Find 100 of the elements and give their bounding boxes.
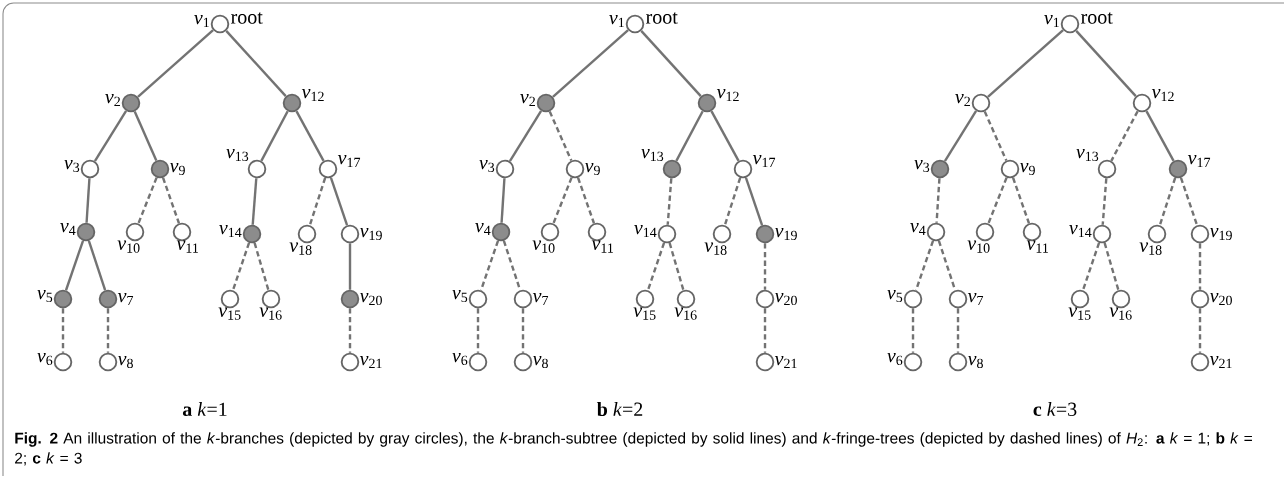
tree-edge — [1110, 110, 1139, 162]
vertex-label: v$_{18}$ — [289, 242, 312, 255]
tree-node — [926, 222, 946, 242]
tree-edge — [476, 308, 480, 353]
tree-edge — [943, 110, 978, 162]
vertex-label: v$_{18}$ — [704, 242, 727, 255]
tree-node — [210, 14, 230, 34]
tree-edge — [161, 177, 181, 224]
vertex-label: v$_{20}$ — [774, 292, 797, 306]
tree-edge — [329, 177, 349, 226]
tree-node — [1022, 222, 1042, 242]
tree-node — [971, 93, 991, 113]
tree-edge — [666, 178, 673, 225]
root-label: root — [646, 12, 678, 24]
vertex-label: v$_{21}$ — [1209, 356, 1232, 369]
tree-node — [536, 93, 556, 113]
vertex-label: v$_{8}$ — [532, 355, 548, 369]
tree-edge — [308, 177, 327, 226]
tree-edge — [956, 308, 960, 353]
tree-node — [513, 289, 533, 309]
tree-edge — [1198, 308, 1202, 353]
tree-node — [1000, 159, 1020, 179]
tree-node — [587, 222, 607, 242]
vertex-label: v$_{18}$ — [1139, 242, 1162, 255]
vertex-label: v$_{17}$ — [1187, 154, 1211, 168]
tree-node — [261, 289, 281, 309]
tree-edge — [231, 242, 251, 291]
tree-edge — [251, 178, 258, 225]
tree-edge — [225, 30, 287, 97]
tree-edge — [85, 178, 91, 223]
vertex-label: v$_{17}$ — [337, 154, 361, 168]
tree-node — [697, 93, 717, 113]
tree-edge — [93, 110, 128, 162]
vertex-label: v$_{11}$ — [591, 240, 613, 253]
tree-node — [635, 289, 655, 309]
vertex-label: v$_{9}$ — [169, 162, 185, 176]
vertex-label: v$_{15}$ — [1068, 307, 1091, 320]
vertex-label: v$_{2}$ — [520, 93, 535, 107]
tree-node — [297, 224, 317, 244]
vertex-label: v$_{2}$ — [955, 93, 970, 107]
tree-edge — [723, 177, 742, 226]
tree-edge — [675, 110, 704, 162]
vertex-label: v$_{11}$ — [1026, 240, 1048, 253]
tree-edge — [987, 29, 1064, 98]
vertex-label: v$_{8}$ — [117, 355, 133, 369]
tree-edge — [1081, 242, 1101, 291]
tree-edge — [710, 110, 740, 162]
vertex-label: v$_{10}$ — [117, 240, 140, 253]
tree-edge — [576, 177, 596, 224]
vertex-label: v$_{3}$ — [914, 159, 930, 173]
tree-edge — [987, 177, 1008, 224]
tree-edge — [763, 243, 767, 290]
vertex-label: v$_{4}$ — [475, 222, 491, 236]
tree-node — [903, 289, 923, 309]
vertex-label: v$_{13}$ — [641, 148, 664, 162]
tree-edge — [521, 308, 525, 353]
tree-edge — [668, 242, 685, 291]
tree-node — [220, 289, 240, 309]
tree-node — [125, 222, 145, 242]
tree-node — [755, 224, 775, 244]
vertex-label: v$_{6}$ — [452, 352, 468, 366]
vertex-label: v$_{16}$ — [259, 307, 282, 320]
tree-node — [565, 159, 585, 179]
vertex-label: v$_{6}$ — [37, 352, 53, 366]
caption: Fig. 2 An illustration of the k-branches (depicted by gray circles), the k-branch-subtree (depicted by solid lines) and k-fringe-trees (depicted by dashed lines) of H$_{2}$: a k = 1; b k = 2; c k = 3 — [15, 432, 1252, 466]
tree-node — [513, 352, 533, 372]
tree-node — [1111, 289, 1131, 309]
tree-node — [948, 289, 968, 309]
vertex-label: v$_{4}$ — [60, 222, 76, 236]
tree-node — [1070, 289, 1090, 309]
vertex-label: v$_{14}$ — [219, 224, 242, 238]
tree-node — [540, 222, 560, 242]
vertex-label: v$_{8}$ — [967, 355, 983, 369]
tree-edge — [253, 242, 270, 291]
tree-edge — [763, 308, 767, 353]
vertex-label: v$_{2}$ — [105, 93, 120, 107]
tree-node — [903, 352, 923, 372]
tree-node — [948, 352, 968, 372]
tree-node — [340, 224, 360, 244]
tree-edge — [137, 177, 158, 224]
vertex-label: v$_{12}$ — [301, 88, 324, 102]
tree-node — [657, 224, 677, 244]
vertex-label: v$_{13}$ — [226, 148, 249, 162]
tree-node — [1190, 224, 1210, 244]
tree-node — [150, 159, 170, 179]
tree-node — [975, 222, 995, 242]
vertex-label: v$_{12}$ — [1151, 88, 1174, 102]
tree-edge — [295, 110, 325, 162]
vertex-label: v$_{19}$ — [1209, 227, 1232, 241]
tree-edge — [1075, 30, 1137, 97]
tree-node — [80, 159, 100, 179]
tree-edge — [348, 243, 352, 290]
vertex-label: v$_{1}$ — [1044, 14, 1059, 28]
tree-node — [98, 352, 118, 372]
tree-edge — [64, 240, 85, 291]
tree-edge — [87, 240, 107, 291]
vertex-label: v$_{16}$ — [674, 307, 697, 320]
tree-edge — [348, 308, 352, 353]
vertex-label: v$_{20}$ — [359, 292, 382, 306]
tree-node — [242, 224, 262, 244]
